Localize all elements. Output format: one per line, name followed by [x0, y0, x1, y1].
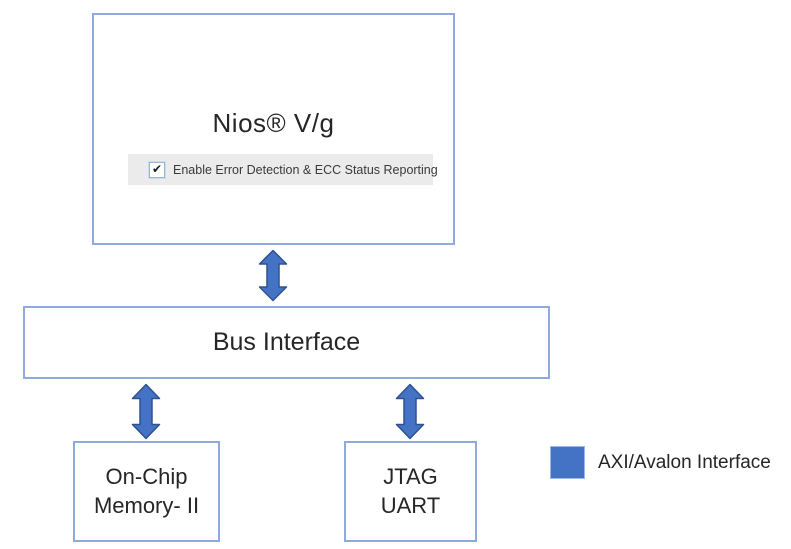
- ecc-checkbox[interactable]: ✔: [149, 161, 165, 178]
- on-chip-memory-label-line1: On-Chip: [105, 463, 188, 489]
- on-chip-memory-label-line2: Memory- II: [93, 492, 200, 518]
- legend: AXI/Avalon Interface: [550, 446, 771, 479]
- axi-arrow-bus-memory-icon: [131, 383, 161, 440]
- axi-arrow-bus-jtag-icon: [395, 383, 425, 440]
- nios-title: Nios® V/g: [212, 108, 335, 138]
- bus-interface-label: Bus Interface: [212, 328, 361, 356]
- on-chip-memory-block: On-Chip Memory- II: [73, 441, 220, 542]
- jtag-uart-label-line2: UART: [380, 492, 441, 518]
- bus-interface-block: Bus Interface: [23, 306, 550, 379]
- legend-swatch-icon: [550, 446, 585, 479]
- legend-label: AXI/Avalon Interface: [598, 451, 771, 473]
- ecc-checkbox-row[interactable]: ✔ Enable Error Detection & ECC Status Re…: [128, 154, 438, 185]
- axi-arrow-nios-bus-icon: [258, 249, 288, 302]
- jtag-uart-label-line1: JTAG: [383, 463, 438, 489]
- ecc-checkbox-label: Enable Error Detection & ECC Status Repo…: [173, 162, 438, 177]
- nios-block: Nios® V/g ✔ Enable Error Detection & ECC…: [92, 13, 455, 245]
- jtag-uart-block: JTAG UART: [344, 441, 477, 542]
- checkmark-icon: ✔: [151, 161, 163, 176]
